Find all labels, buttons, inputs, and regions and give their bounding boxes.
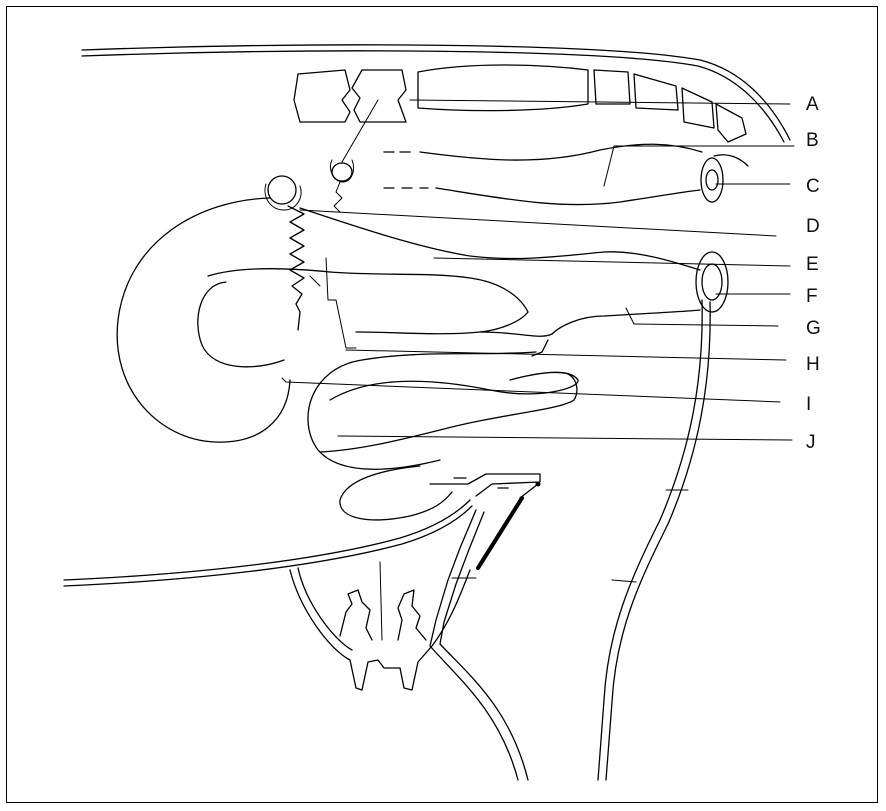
label-b: B <box>806 130 819 151</box>
label-f: F <box>806 286 818 307</box>
ventral-body-wall <box>64 500 472 586</box>
anus <box>701 158 723 202</box>
label-i: I <box>806 394 811 415</box>
uterine-horn <box>117 198 330 442</box>
oviduct <box>288 206 304 330</box>
label-j: J <box>806 432 816 453</box>
ligament <box>310 258 356 348</box>
rectum <box>300 208 700 356</box>
kidney-vessel <box>330 100 378 212</box>
hind-leg <box>430 300 710 780</box>
label-d: D <box>806 216 820 237</box>
label-h: H <box>806 354 820 375</box>
label-e: E <box>806 254 819 275</box>
label-g: G <box>806 318 821 339</box>
ovary <box>265 176 301 210</box>
dashed-structure <box>384 144 702 204</box>
label-a: A <box>806 94 819 115</box>
leader-lines <box>282 100 794 440</box>
label-c: C <box>806 176 820 197</box>
vulva <box>696 252 728 312</box>
dorsal-body-wall <box>82 45 790 142</box>
vertebral-column <box>294 65 746 142</box>
instrument <box>430 474 541 568</box>
